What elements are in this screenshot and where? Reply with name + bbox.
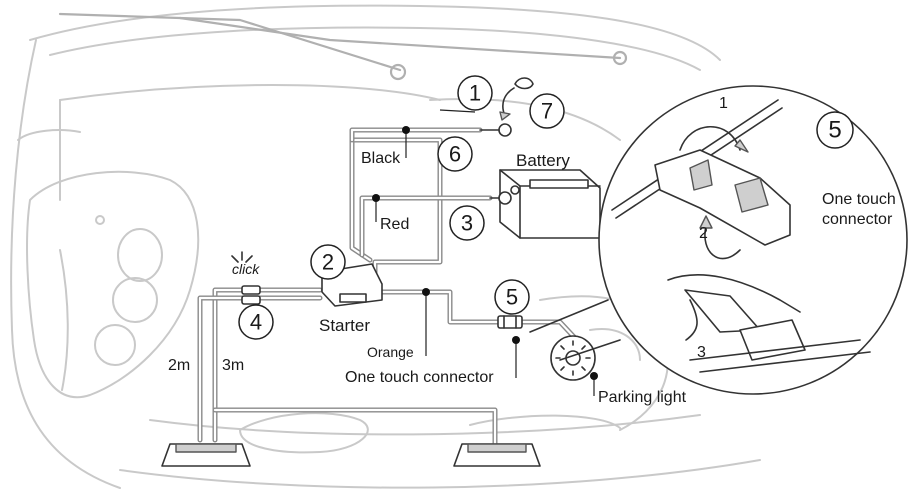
inset-substep-1-label: 1 — [719, 95, 728, 112]
step-5-label: 5 — [506, 285, 518, 310]
battery-label: Battery — [516, 151, 570, 170]
orange-wire-label: Orange — [367, 344, 414, 360]
parking-light-label: Parking light — [598, 389, 687, 406]
step-3-label: 3 — [461, 211, 473, 236]
wiring-harness — [197, 127, 578, 448]
step-2-label: 2 — [322, 250, 334, 275]
inset-one-touch-label-line1: One touch — [822, 191, 896, 208]
click-label: click — [232, 261, 260, 277]
parking-light — [550, 335, 596, 381]
inset-substep-3-label: 3 — [697, 344, 706, 361]
sensor-right — [453, 443, 541, 467]
junction-dots — [372, 126, 598, 380]
parking-light-dot — [590, 372, 598, 380]
cable-2m-label: 2m — [168, 357, 190, 374]
inset-substep-2-label: 2 — [699, 225, 708, 242]
inset-step-5-label: 5 — [828, 117, 841, 144]
step-7-label: 7 — [541, 99, 553, 124]
step-2-marker: 2 — [310, 244, 346, 280]
step-7-marker: 7 — [529, 93, 565, 129]
red-wire-dot — [372, 194, 380, 202]
one-touch-connector-label: One touch connector — [345, 369, 494, 386]
orange-wire-dot — [422, 288, 430, 296]
starter-label: Starter — [319, 316, 370, 335]
leader-lines — [375, 109, 595, 396]
car-outline — [10, 4, 761, 489]
sensor-left — [161, 443, 251, 467]
step-1-label: 1 — [469, 81, 481, 106]
black-wire-dot — [402, 126, 410, 134]
red-wire-label: Red — [380, 216, 409, 233]
step-6-label: 6 — [449, 142, 461, 167]
inset-step-5-marker: 5 — [816, 111, 854, 149]
step-3-marker: 3 — [449, 205, 485, 241]
connector-dot — [512, 336, 520, 344]
step-4-marker: 4 — [238, 304, 274, 340]
battery — [479, 77, 601, 239]
one-touch-connector — [497, 315, 523, 329]
step-1-marker: 1 — [457, 75, 493, 111]
step-6-marker: 6 — [437, 136, 473, 172]
step-4-label: 4 — [250, 310, 262, 335]
cable-3m-label: 3m — [222, 357, 244, 374]
inset-detail — [529, 85, 908, 395]
sensor-plug-connector — [231, 251, 261, 305]
inset-one-touch-label-line2: connector — [822, 211, 893, 228]
black-wire-label: Black — [361, 150, 401, 167]
step-5-marker: 5 — [494, 279, 530, 315]
